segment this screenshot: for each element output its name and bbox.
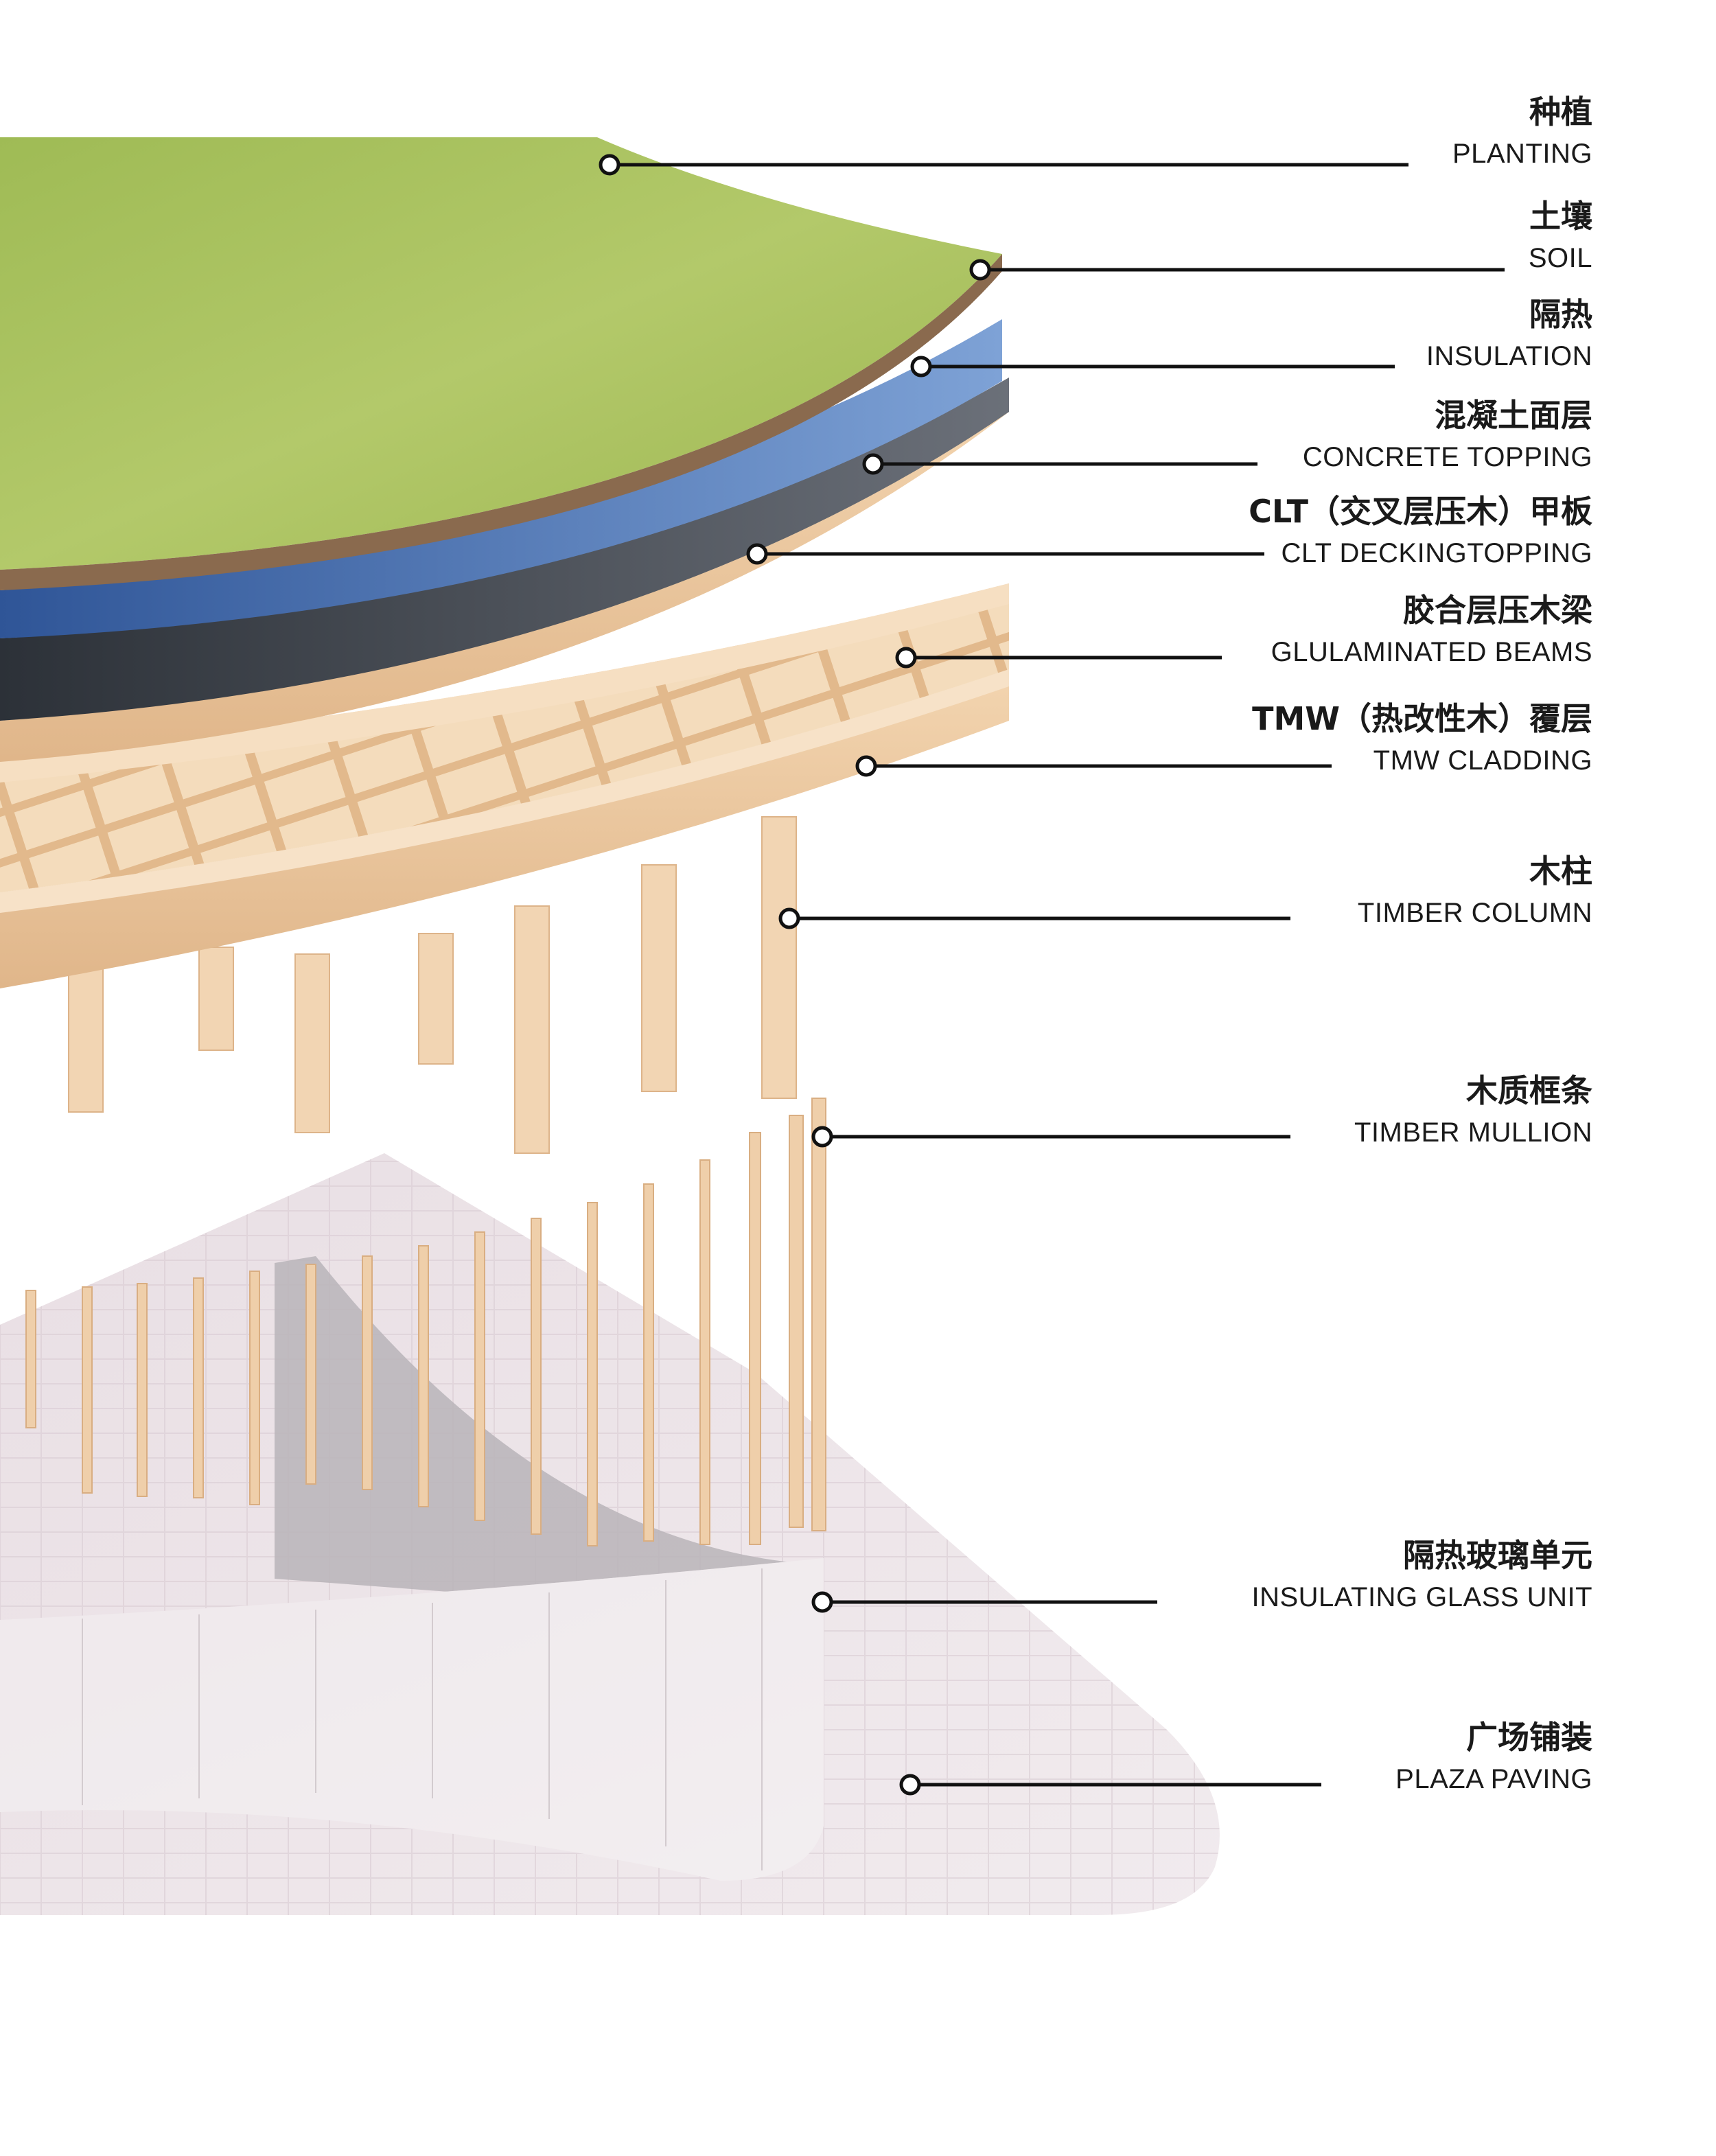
label-soil-zh: 土壤 [1529, 198, 1592, 235]
leader-lines [599, 154, 1505, 1796]
label-igu-en: INSULATING GLASS UNIT [1251, 1582, 1592, 1612]
label-timber-mullion-zh: 木质框条 [1466, 1072, 1592, 1109]
label-tmw-cladding: TMW（热改性木）覆层 TMW CLADDING [1252, 703, 1592, 774]
label-planting-en: PLANTING [1452, 139, 1592, 169]
label-insulation: 隔热 INSULATION [1426, 299, 1592, 370]
timber-mullion-layer [25, 1098, 826, 1546]
label-concrete-topping: 混凝土面层 CONCRETE TOPPING [1303, 399, 1592, 471]
label-clt-decking-zh: CLT（交叉层压木）甲板 [1249, 493, 1592, 530]
label-igu-zh: 隔热玻璃单元 [1403, 1537, 1592, 1574]
label-tmw-cladding-zh: TMW（热改性木）覆层 [1252, 700, 1592, 737]
label-glulam-beams-en: GLULAMINATED BEAMS [1271, 637, 1592, 667]
label-glulam-beams: 胶合层压木梁 GLULAMINATED BEAMS [1271, 594, 1592, 666]
insulation-layer [0, 319, 1002, 638]
label-glulam-beams-zh: 胶合层压木梁 [1403, 592, 1592, 629]
label-concrete-topping-zh: 混凝土面层 [1435, 397, 1592, 434]
clt-decking-layer [0, 384, 1009, 762]
label-soil: 土壤 SOIL [1529, 200, 1592, 272]
label-timber-column-zh: 木柱 [1529, 853, 1592, 890]
label-planting: 种植 PLANTING [1452, 96, 1592, 167]
timber-column-layer [68, 816, 797, 1154]
label-plaza-paving: 广场铺装 PLAZA PAVING [1395, 1722, 1592, 1793]
glulaminated-beams-layer [0, 583, 1009, 892]
label-soil-en: SOIL [1528, 243, 1592, 273]
label-tmw-cladding-en: TMW CLADDING [1373, 745, 1592, 776]
insulating-glass-unit-layer [0, 1256, 824, 1881]
label-clt-decking-en: CLT DECKINGTOPPING [1281, 538, 1592, 568]
label-plaza-paving-zh: 广场铺装 [1466, 1719, 1592, 1756]
concrete-topping-layer [0, 378, 1009, 721]
planting-layer [0, 137, 1002, 590]
label-clt-decking: CLT（交叉层压木）甲板 CLT DECKINGTOPPING [1249, 496, 1592, 567]
label-planting-zh: 种植 [1529, 93, 1592, 130]
label-timber-column: 木柱 TIMBER COLUMN [1358, 855, 1592, 927]
label-igu: 隔热玻璃单元 INSULATING GLASS UNIT [1251, 1540, 1592, 1611]
label-timber-mullion-en: TIMBER MULLION [1354, 1117, 1592, 1148]
label-plaza-paving-en: PLAZA PAVING [1395, 1764, 1592, 1794]
label-insulation-zh: 隔热 [1529, 296, 1592, 333]
tmw-cladding-layer [0, 669, 1009, 988]
label-timber-column-en: TIMBER COLUMN [1357, 898, 1592, 928]
label-timber-mullion: 木质框条 TIMBER MULLION [1354, 1075, 1592, 1146]
label-concrete-topping-en: CONCRETE TOPPING [1302, 442, 1592, 472]
label-insulation-en: INSULATION [1426, 341, 1592, 371]
